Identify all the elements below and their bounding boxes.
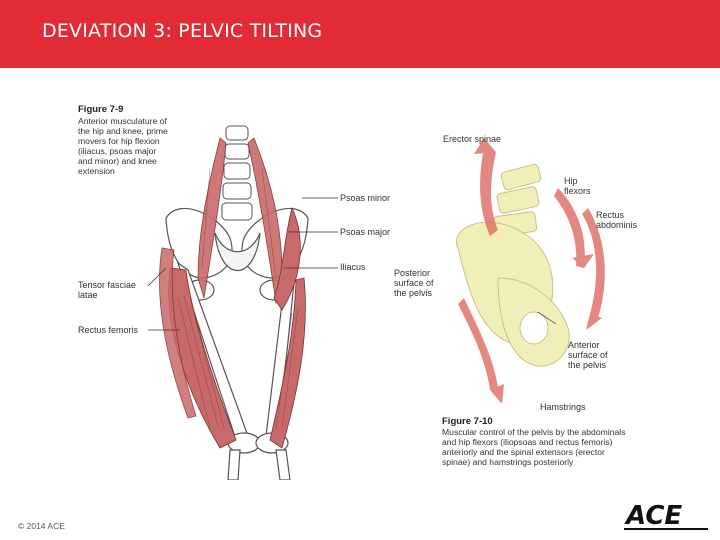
figure-7-9-title: Figure 7-9: [78, 104, 124, 115]
caption-line: movers for hip flexion: [78, 136, 160, 146]
title-bar: DEVIATION 3: PELVIC TILTING: [0, 0, 720, 68]
label-line: Anterior: [568, 340, 600, 350]
label-erector-spinae: Erector spinae: [443, 134, 502, 144]
label-line: Posterior: [394, 268, 431, 278]
label-line: surface of: [394, 278, 434, 288]
psoas-left: [197, 137, 227, 299]
label-posterior-surface: Posterior surface of the pelvis: [394, 268, 434, 298]
tensor-fasciae-left: [159, 247, 197, 419]
label-rectus-abdominis: Rectus abdominis: [596, 210, 637, 230]
label-psoas-major: Psoas major: [340, 227, 391, 237]
caption-line: spinae) and hamstrings posteriorly: [442, 457, 574, 467]
caption-line: the hip and knee, prime: [78, 126, 168, 136]
anterior-hip-figure: Figure 7-9 Anterior musculature of the h…: [70, 98, 410, 481]
iliacus-right: [273, 206, 301, 311]
label-line: surface of: [568, 350, 608, 360]
muscle-striations: [177, 167, 299, 431]
label-line: the pelvis: [568, 360, 607, 370]
caption-line: and hip flexors (iliopsoas and rectus fe…: [442, 437, 613, 447]
ace-logo-text: ACE: [624, 501, 682, 531]
label-line: latae: [78, 290, 98, 300]
label-iliacus: Iliacus: [340, 262, 366, 272]
label-tensor-fasciae: Tensor fasciae latae: [78, 280, 136, 300]
figure-7-9-caption: Anterior musculature of the hip and knee…: [78, 116, 168, 176]
lower-legs: [227, 449, 291, 481]
label-hip-flexors: Hip flexors: [564, 176, 591, 196]
label-line: the pelvis: [394, 288, 433, 298]
label-line: abdominis: [596, 220, 638, 230]
label-line: Hip: [564, 176, 578, 186]
caption-line: anteriorly and the spinal extensors (ere…: [442, 447, 605, 457]
leader-lines: [537, 311, 557, 325]
caption-line: extension: [78, 166, 115, 176]
anterior-hip-illustration: [147, 125, 338, 481]
lumbar-spine: [221, 125, 253, 221]
caption-line: (iliacus, psoas major: [78, 146, 157, 156]
caption-line: and minor) and knee: [78, 156, 157, 166]
label-anterior-surface: Anterior surface of the pelvis: [568, 340, 608, 370]
pelvis-control-illustration: [455, 138, 605, 404]
label-line: Rectus: [596, 210, 625, 220]
force-arrows: [458, 138, 605, 404]
caption-line: Anterior musculature of: [78, 116, 167, 126]
ace-logo: ACE: [624, 501, 708, 531]
pelvis-bone: [455, 163, 570, 367]
label-hamstrings: Hamstrings: [540, 402, 586, 412]
label-rectus-femoris: Rectus femoris: [78, 325, 139, 335]
pelvis-control-figure: Erector spinae Hip flexors Rectus abdomi…: [394, 128, 688, 488]
label-line: flexors: [564, 186, 591, 196]
label-line: Tensor fasciae: [78, 280, 137, 290]
leader-lines: [147, 197, 338, 331]
caption-line: Muscular control of the pelvis by the ab…: [442, 427, 626, 437]
copyright-footer: © 2014 ACE: [18, 521, 65, 531]
hip-muscles: [159, 137, 306, 449]
label-psoas-minor: Psoas minor: [340, 193, 391, 203]
psoas-right: [247, 137, 283, 305]
figure-7-10-title: Figure 7-10: [442, 416, 493, 427]
figure-7-10-caption: Muscular control of the pelvis by the ab…: [442, 427, 625, 467]
slide-title: DEVIATION 3: PELVIC TILTING: [42, 20, 323, 42]
